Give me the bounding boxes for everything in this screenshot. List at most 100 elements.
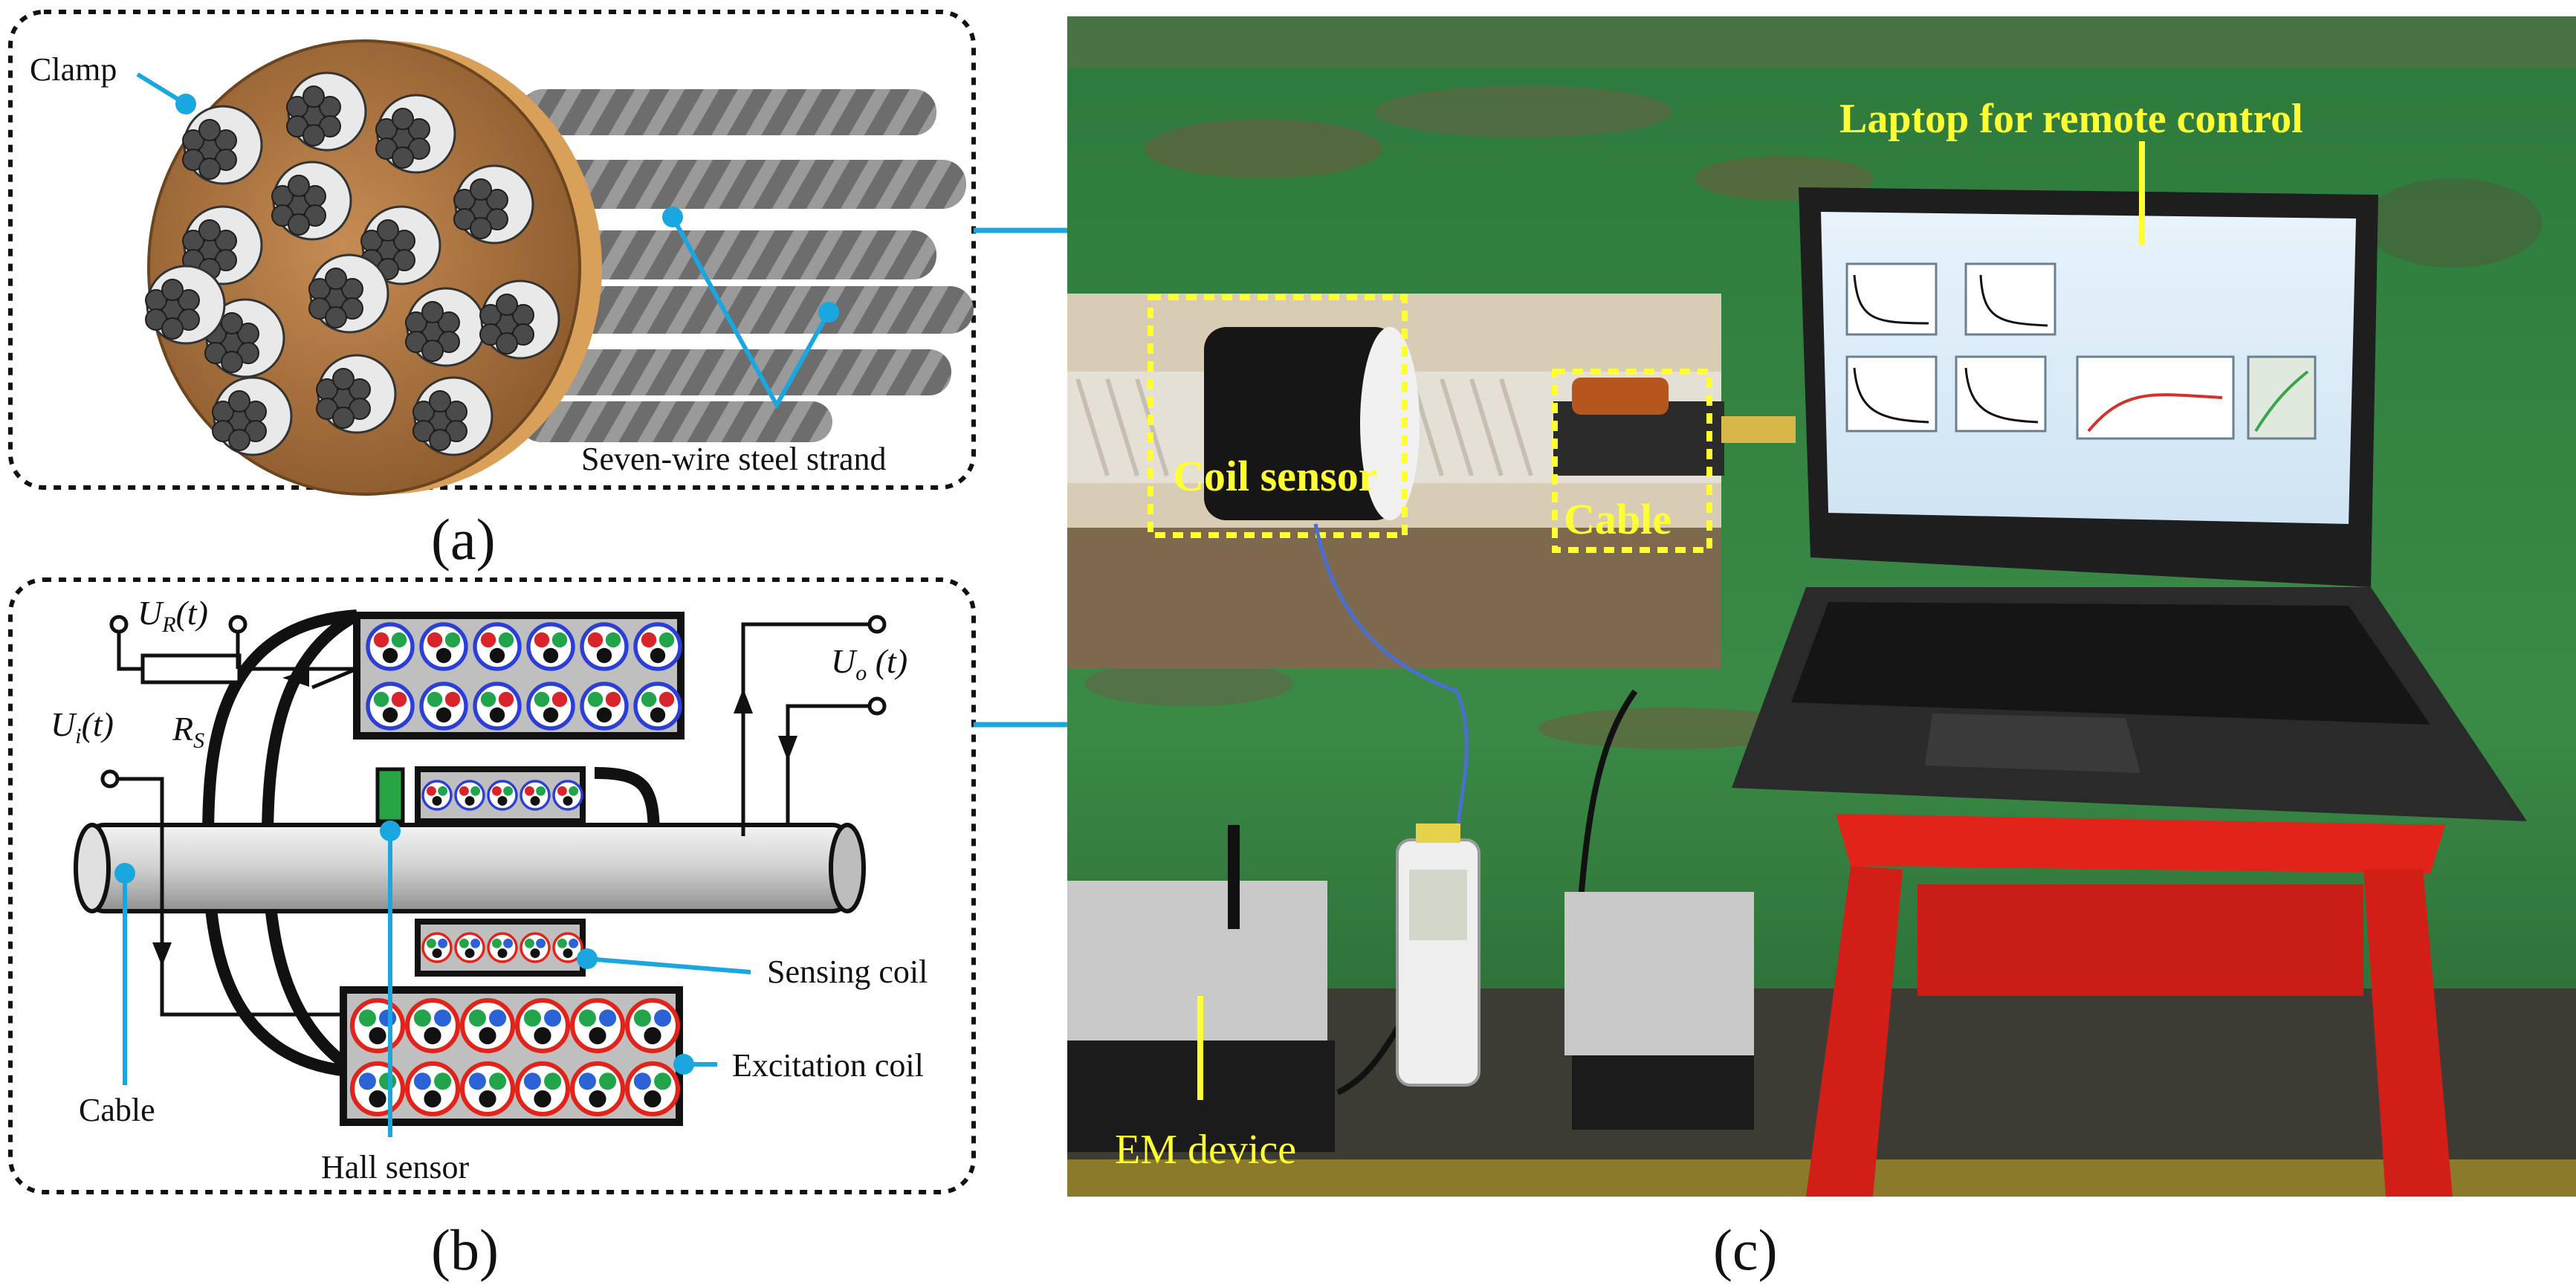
wooden-support bbox=[1067, 520, 1721, 669]
cable-label-c: Cable bbox=[1564, 495, 1672, 543]
panel-a-frame bbox=[8, 10, 976, 490]
signal-arrow-down bbox=[778, 736, 797, 761]
panel-a: Clamp Seven-wire steel strand (a) bbox=[8, 10, 976, 572]
coil-wire bbox=[624, 1061, 681, 1117]
strand-end bbox=[271, 161, 352, 241]
panel-b-label: (b) bbox=[431, 1217, 499, 1282]
coil-wire bbox=[404, 1061, 461, 1117]
wall-rust bbox=[1067, 16, 2576, 749]
laptop-label: Laptop for remote control bbox=[1839, 96, 2303, 142]
clamp-label: Clamp bbox=[30, 51, 117, 88]
sensing-leader bbox=[586, 957, 751, 974]
uo-terminal-2 bbox=[867, 696, 887, 716]
cable-rod-end bbox=[829, 823, 866, 913]
strand-end bbox=[286, 71, 367, 152]
coil-wire bbox=[473, 682, 522, 731]
laptop-touchpad bbox=[1925, 713, 2140, 773]
strand-end bbox=[145, 265, 226, 345]
sensing-circuit bbox=[741, 622, 870, 836]
steel-strands bbox=[520, 89, 974, 442]
strand-end bbox=[308, 253, 389, 334]
coil-wire bbox=[624, 997, 681, 1054]
coil-wire bbox=[487, 932, 518, 963]
strand-end bbox=[360, 205, 441, 285]
panel-b: UR(t) RS Ui(t) Uo (t) Cable Hall sensor … bbox=[8, 577, 976, 1282]
stool-leg-right bbox=[2363, 870, 2453, 1197]
stool-front bbox=[1918, 884, 2363, 996]
strand-end bbox=[479, 279, 560, 360]
antenna bbox=[1228, 825, 1240, 929]
coil-wire bbox=[366, 622, 415, 671]
screen-red-curve bbox=[2087, 393, 2223, 433]
coil-sensor-body bbox=[1204, 327, 1397, 520]
meter-connectors bbox=[1416, 823, 1460, 843]
cable-rod bbox=[87, 823, 850, 913]
excitation-circuit bbox=[115, 628, 357, 1017]
ui-terminal bbox=[100, 769, 120, 789]
coil-wire bbox=[526, 682, 575, 731]
current-arrow-down bbox=[152, 942, 172, 966]
current-arrow-left bbox=[282, 669, 309, 687]
coil-wire bbox=[349, 1061, 406, 1117]
coil-wire bbox=[459, 1061, 516, 1117]
panel-c-label: (c) bbox=[1713, 1217, 1778, 1282]
em-device-right bbox=[1564, 892, 1754, 1055]
coil-wire bbox=[633, 622, 682, 671]
screen-green-curve bbox=[2254, 370, 2309, 433]
ur-terminal-1 bbox=[109, 615, 129, 634]
coil-wire bbox=[552, 780, 583, 811]
coil-wire bbox=[419, 682, 468, 731]
cable-rod-face bbox=[74, 823, 111, 913]
stool-leg-left bbox=[1806, 866, 1903, 1197]
strand-leader bbox=[670, 216, 831, 410]
coil-wire bbox=[520, 932, 551, 963]
strand-end bbox=[453, 164, 534, 245]
coil-wire bbox=[552, 932, 583, 963]
strand-end bbox=[412, 376, 493, 456]
coil-wire bbox=[514, 997, 571, 1054]
ui-symbol: Ui(t) bbox=[51, 705, 114, 748]
strand-end bbox=[212, 376, 293, 456]
strand-label: Seven-wire steel strand bbox=[581, 441, 887, 477]
coil-wire bbox=[569, 997, 626, 1054]
coil-wire bbox=[419, 622, 468, 671]
strand-end bbox=[375, 94, 456, 174]
coil-wire bbox=[473, 622, 522, 671]
coil-sensor-box bbox=[1148, 294, 1408, 538]
coil-wire bbox=[569, 1061, 626, 1117]
signal-wires bbox=[1313, 523, 1469, 848]
coil-wire bbox=[633, 682, 682, 731]
rs-symbol: RS bbox=[172, 710, 204, 753]
coil-wire bbox=[580, 682, 629, 731]
strand-end bbox=[316, 354, 397, 434]
ur-symbol: UR(t) bbox=[137, 594, 208, 637]
coil-wire bbox=[454, 932, 485, 963]
coil-wire bbox=[404, 997, 461, 1054]
coil-wire bbox=[520, 780, 551, 811]
coil-wire bbox=[421, 780, 453, 811]
coil-wire bbox=[459, 997, 516, 1054]
tape bbox=[1721, 416, 1796, 443]
coil-sensor-label: Coil sensor bbox=[1173, 452, 1378, 500]
em-device-right-base bbox=[1572, 1055, 1754, 1130]
clamp-holes bbox=[145, 71, 560, 456]
coil-wire bbox=[526, 622, 575, 671]
panel-b-frame bbox=[8, 577, 976, 1194]
screen-curves bbox=[1853, 274, 2048, 424]
strand-end bbox=[182, 105, 263, 185]
excitation-coil-label: Excitation coil bbox=[732, 1047, 924, 1084]
coil-wire bbox=[580, 622, 629, 671]
signal-arrow-up bbox=[734, 688, 753, 713]
sensing-coil-label: Sensing coil bbox=[767, 954, 928, 990]
coil-wire bbox=[487, 780, 518, 811]
stool-top bbox=[1836, 814, 2445, 873]
coil-wire bbox=[421, 932, 453, 963]
coil-wire bbox=[514, 1061, 571, 1117]
strand-end bbox=[405, 287, 486, 367]
em-device-label: EM device bbox=[1115, 1127, 1296, 1173]
meter-screen bbox=[1409, 870, 1467, 940]
panel-a-label: (a) bbox=[431, 507, 496, 572]
coil-wire-circles bbox=[349, 622, 682, 1117]
strand-end bbox=[182, 205, 263, 285]
